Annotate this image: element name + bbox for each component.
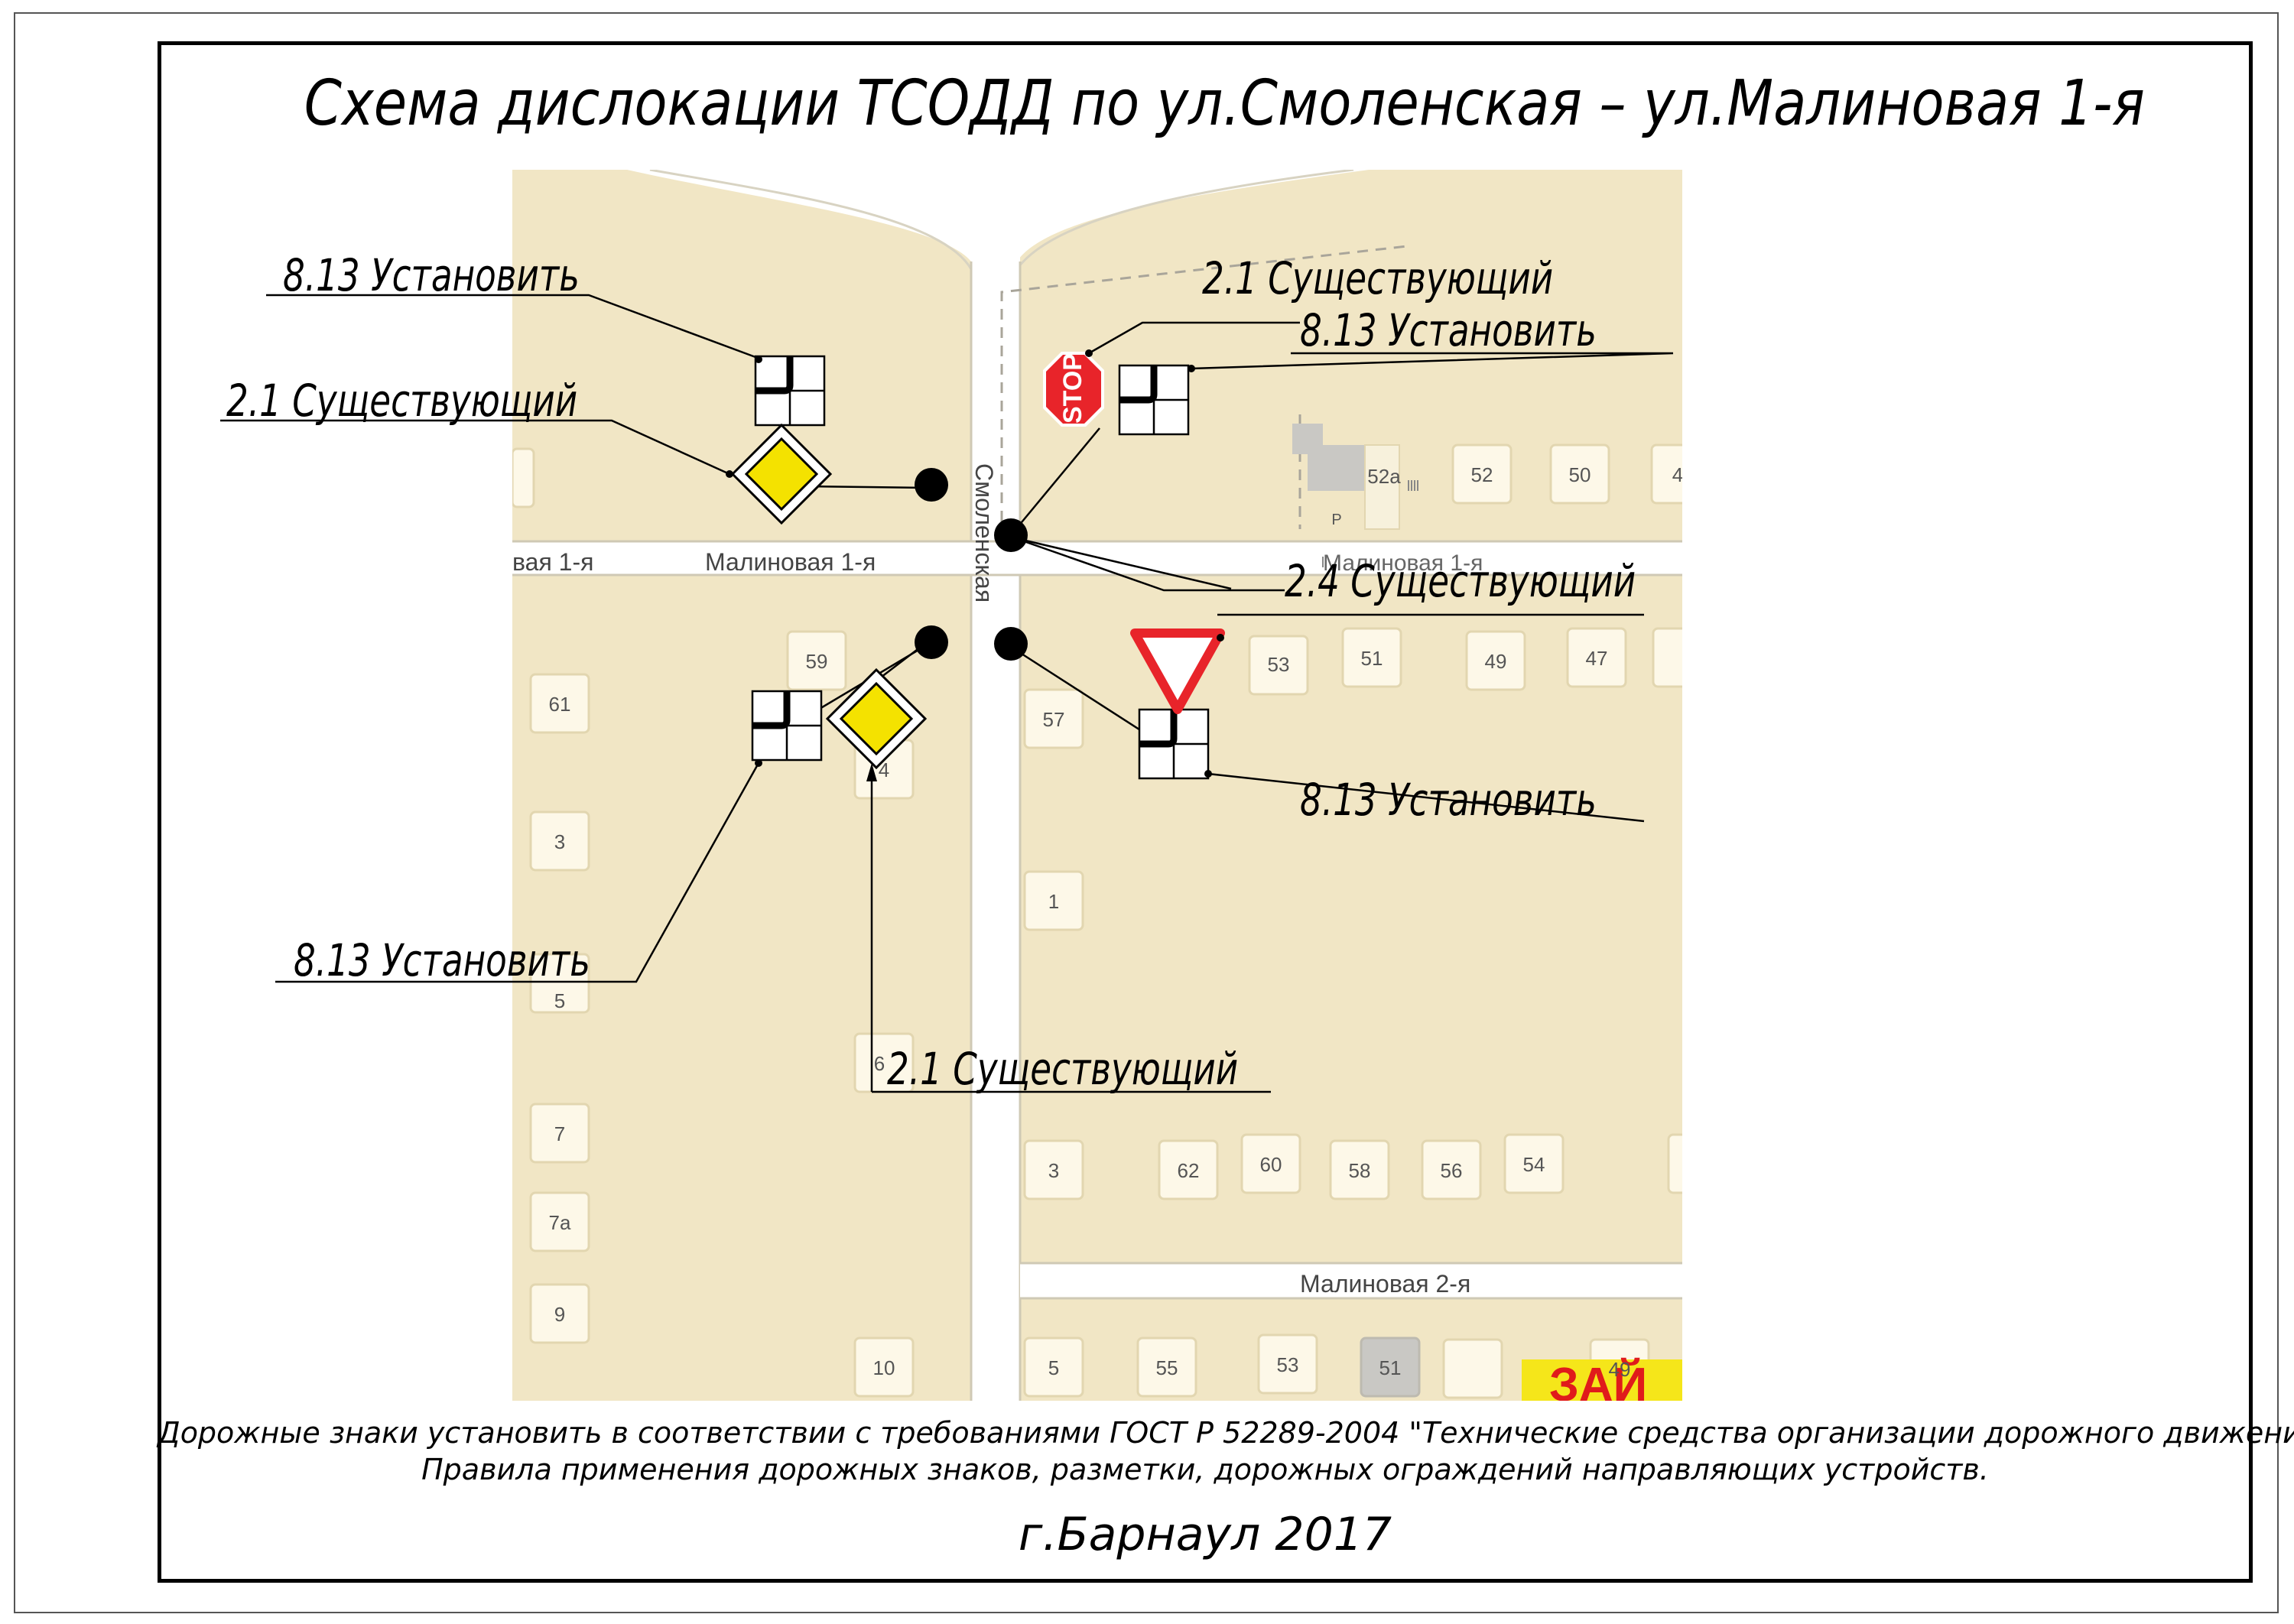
label-br-813: 8.13 Установить	[1300, 775, 1597, 827]
svg-text:50: 50	[1569, 463, 1591, 486]
svg-text:5: 5	[1048, 1356, 1059, 1379]
svg-text:1: 1	[1048, 890, 1059, 913]
svg-text:62: 62	[1178, 1159, 1200, 1182]
sign-813-bottom-right	[1138, 708, 1212, 780]
svg-text:3: 3	[1048, 1159, 1059, 1182]
scheme-title: Схема дислокации ТСОДД по ул.Смоленская …	[304, 67, 2145, 140]
sign-stop: STOP	[1043, 349, 1104, 427]
svg-text:52: 52	[1471, 463, 1493, 486]
road-smolenskaya	[971, 170, 1020, 1401]
svg-text:Малиновая 1-я: Малиновая 1-я	[1323, 551, 1483, 576]
sign-813-top-right	[1118, 364, 1195, 436]
footnote-line-1: Дорожные знаки установить в соответствии…	[158, 1416, 2294, 1450]
footpath	[1000, 245, 1408, 521]
arrow-head	[866, 763, 877, 781]
svg-text:51: 51	[1361, 647, 1383, 670]
sign-21-priority-top-left	[726, 423, 833, 525]
svg-text:7а: 7а	[549, 1211, 571, 1234]
street-labels: Малиновая 1-я вая 1-я Малиновая 1-я Мали…	[512, 463, 1483, 1298]
label-tr-813: 8.13 Установить	[1300, 306, 1597, 357]
svg-text:56: 56	[1441, 1159, 1463, 1182]
leader-lines	[220, 294, 1674, 1093]
svg-text:вая 1-я: вая 1-я	[512, 548, 593, 576]
house-outline	[1364, 444, 1400, 530]
svg-text:51: 51	[1379, 1356, 1402, 1379]
sign-21-priority-bottom	[825, 667, 928, 770]
svg-text:9: 9	[554, 1303, 565, 1326]
label-tr-21: 2.1 Существующий	[1202, 254, 1553, 305]
svg-text:49: 49	[1485, 650, 1507, 673]
outer-frame	[14, 12, 2279, 1613]
banner-text: ЗАЙ	[1549, 1358, 1647, 1401]
svg-text:57: 57	[1043, 708, 1065, 731]
map-canvas: ЗАЙ 52а 52 50 4 Р 59 61 53 51 49 47 57 4…	[512, 170, 1682, 1401]
svg-text:Малиновая 2-я: Малиновая 2-я	[1300, 1270, 1470, 1298]
svg-text:Р: Р	[1331, 512, 1341, 528]
label-bl-813: 8.13 Установить	[294, 936, 590, 987]
svg-text:10: 10	[873, 1356, 895, 1379]
label-tl-813: 8.13 Установить	[283, 251, 580, 302]
banner	[1522, 1359, 1682, 1401]
svg-text:4: 4	[1672, 463, 1682, 486]
city-year: г.Барнаул 2017	[1018, 1508, 1392, 1561]
svg-text:5: 5	[554, 989, 565, 1012]
svg-text:47: 47	[1586, 647, 1608, 670]
svg-text:55: 55	[1156, 1356, 1178, 1379]
road-curve-left	[627, 170, 971, 261]
hatch-marks	[1322, 480, 1418, 567]
label-br-24: 2.4 Существующий	[1285, 557, 1636, 608]
road-malinovaya-2	[1020, 1263, 1682, 1298]
house-squares	[512, 443, 1682, 1399]
svg-text:49: 49	[1609, 1358, 1631, 1381]
svg-text:Смоленская: Смоленская	[970, 463, 998, 603]
sign-location-dots	[915, 468, 1028, 661]
stop-text: STOP	[1058, 353, 1087, 424]
svg-text:52а: 52а	[1367, 465, 1401, 488]
svg-text:53: 53	[1277, 1353, 1299, 1376]
house-grey	[1360, 1337, 1421, 1398]
annotation-labels: 8.13 Установить 2.1 Существующий 2.1 Сущ…	[226, 251, 1636, 1096]
road-edge	[1015, 170, 1354, 270]
drawing-frame	[158, 41, 2253, 1583]
sign-813-top-left	[754, 355, 826, 427]
label-tl-21: 2.1 Существующий	[226, 376, 577, 427]
sign-yield	[1130, 628, 1225, 714]
svg-text:60: 60	[1260, 1153, 1282, 1176]
sign-813-bottom-left	[751, 690, 823, 767]
svg-text:59: 59	[806, 650, 828, 673]
svg-text:Малиновая 1-я: Малиновая 1-я	[705, 548, 876, 576]
footnote-line-2: Правила применения дорожных знаков, разм…	[421, 1453, 1989, 1486]
svg-text:61: 61	[549, 693, 571, 716]
road-curve-right	[1017, 170, 1369, 261]
svg-text:3: 3	[554, 830, 565, 853]
svg-text:7: 7	[554, 1122, 565, 1145]
svg-text:53: 53	[1268, 653, 1290, 676]
svg-text:58: 58	[1349, 1159, 1371, 1182]
label-bl-21: 2.1 Существующий	[887, 1044, 1238, 1096]
svg-text:54: 54	[1523, 1153, 1545, 1176]
road-edge	[649, 170, 973, 270]
map-area: ЗАЙ 52а 52 50 4 Р 59 61 53 51 49 47 57 4…	[512, 170, 1682, 1401]
house-numbers: 52а 52 50 4 Р 59 61 53 51 49 47 57 4 3 1…	[549, 463, 1682, 1381]
svg-text:6: 6	[874, 1052, 885, 1075]
